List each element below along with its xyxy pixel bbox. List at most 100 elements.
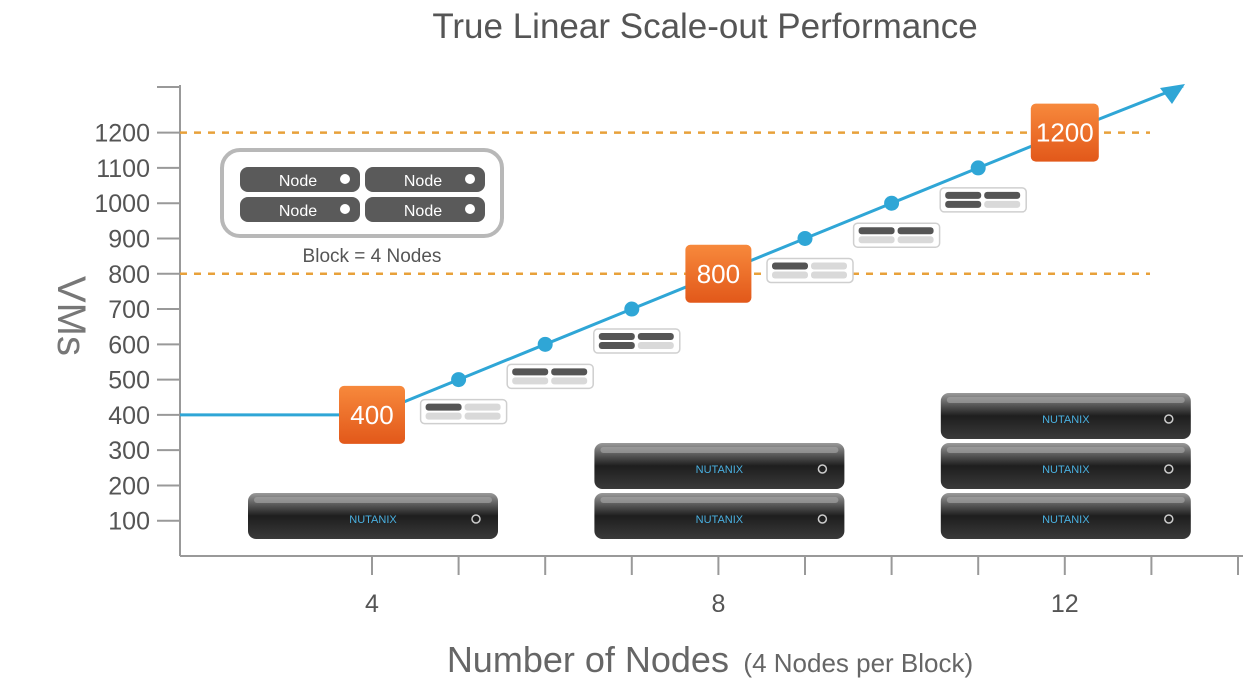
node-slot [464,412,501,420]
brand-label: NUTANIX [696,464,744,476]
value-callouts: 400 800 1200 [339,103,1099,444]
x-axis-title: Number of Nodes (4 Nodes per Block) [447,639,973,680]
nutanix-block: NUTANIX [248,493,498,539]
data-point [970,160,986,176]
chart-title: True Linear Scale-out Performance [432,7,977,46]
nutanix-block: NUTANIX [594,493,845,539]
block-top-highlight [254,497,492,503]
data-point [797,230,813,246]
node-slot [598,333,635,341]
node-slot [811,271,847,279]
power-button-icon [817,514,828,524]
x-axis-label-note: (4 Nodes per Block) [743,648,973,678]
y-tick-label: 400 [108,402,150,430]
node-slot [425,403,462,411]
y-tick-label: 900 [108,225,150,253]
y-tick-label: 800 [108,261,150,289]
nutanix-block: NUTANIX [940,493,1191,539]
power-button-icon [817,464,828,474]
nutanix-block: NUTANIX [940,393,1191,439]
node-pill [240,197,360,222]
block-chassis [594,493,845,539]
block-top-highlight [946,497,1185,503]
x-tick-label: 12 [1051,590,1079,618]
block-top-highlight [600,497,839,503]
y-tick-label: 1100 [96,155,150,183]
callout-badge [685,244,752,303]
node-slot [897,227,934,235]
power-button-icon [1164,414,1174,424]
node-label: Node [404,203,442,220]
node-slot [464,403,501,411]
node-label: Node [279,173,317,190]
node-slot [637,333,674,341]
x-tick-label: 4 [365,590,379,618]
node-led-icon [340,174,350,184]
block-legend: Node Node Node Node Block = 4 Nodes [220,148,504,267]
x-axis-label: Number of Nodes [447,639,729,680]
brand-label: NUTANIX [696,514,744,526]
block-top-highlight [946,397,1185,403]
node-slot [858,236,895,244]
node-slot [637,342,674,350]
nutanix-block: NUTANIX [940,443,1191,489]
node-pill [365,197,485,222]
node-slot [772,271,808,279]
callout-badge [1030,103,1099,162]
node-slot [512,377,549,385]
block-indicator [593,328,681,354]
callout-label: 1200 [1036,118,1094,148]
block-indicator [419,398,508,425]
block-indicator-frame [852,222,941,248]
y-tick-label: 500 [108,367,150,395]
node-slot [598,342,635,350]
y-tick-label: 100 [108,508,150,536]
y-axis-label: VMs [49,276,93,356]
node-label: Node [279,203,317,220]
power-button-icon [471,514,481,524]
block-indicator [852,222,941,248]
node-slot [984,200,1021,208]
block-top-highlight [946,447,1185,453]
power-button-icon [1164,464,1174,474]
block-indicator-frame [419,398,508,425]
block-top-highlight [600,447,839,453]
data-point [624,301,640,317]
y-tick-label: 600 [108,331,150,359]
y-tick-label: 700 [108,296,150,324]
power-button-icon [1164,514,1174,524]
node-slot [945,191,982,199]
nutanix-block: NUTANIX [594,443,845,489]
node-pill [240,167,360,192]
block-indicator-frame [593,328,681,354]
arrowhead-icon [1160,84,1185,104]
block-indicator-frame [766,257,854,284]
callout-label: 400 [350,400,393,430]
callout-label: 800 [697,259,740,289]
block-chassis [248,493,498,539]
block-indicator [766,257,854,284]
hardware-stacks: NUTANIX NUTANIX NUTANIX NUTANIX NUTANIX NUTAN… [248,393,1191,539]
block-indicator [506,363,594,390]
y-tick-label: 200 [108,472,150,500]
y-tick-label: 1000 [94,190,150,218]
block-legend-caption: Block = 4 Nodes [303,246,442,267]
node-label: Node [404,173,442,190]
y-tick-label: 300 [108,437,150,465]
y-ticks: 100 200 300 400 500 600 700 800 900 1000 1100 1200 [94,86,180,536]
brand-label: NUTANIX [1042,464,1090,476]
node-slot [811,262,847,270]
y-tick-label: 1200 [94,120,150,148]
block-indicator-frame [939,187,1027,213]
node-slot [772,262,808,270]
node-slot [945,200,982,208]
data-point [884,195,900,211]
data-point [451,372,467,388]
block-chassis [940,493,1191,539]
node-slot [984,191,1021,199]
node-led-icon [465,174,475,184]
node-slot [551,368,588,376]
brand-label: NUTANIX [1042,414,1090,426]
